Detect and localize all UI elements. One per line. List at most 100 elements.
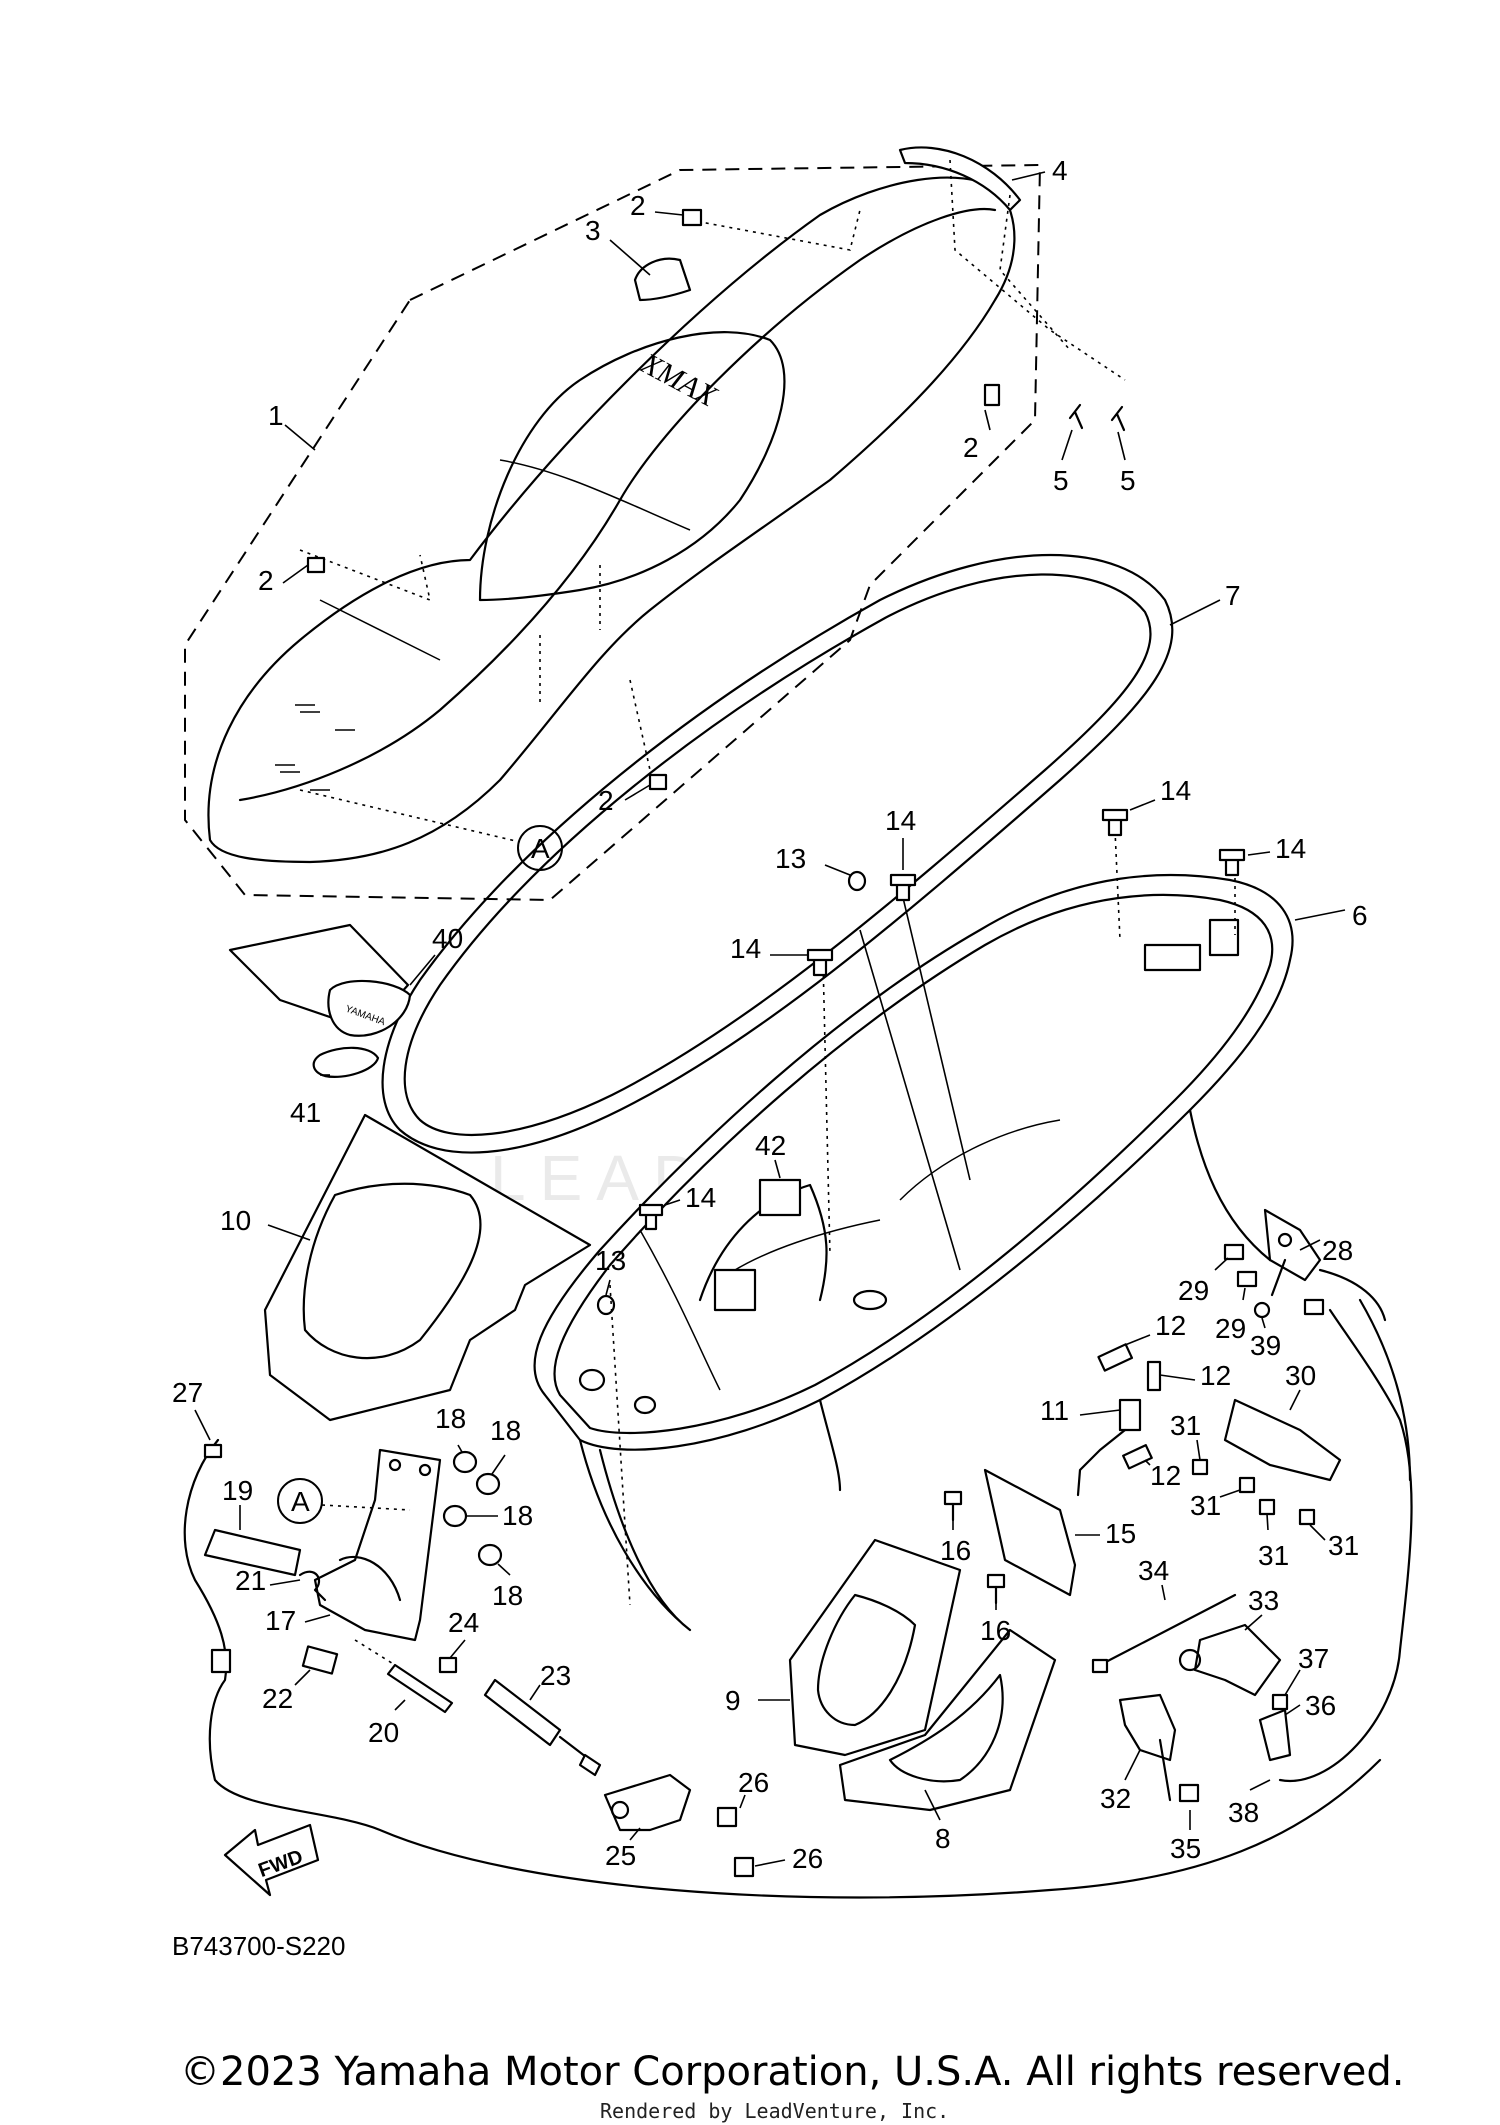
- shaft-20[interactable]: [354, 1639, 454, 1714]
- grommet-18-b[interactable]: [475, 1472, 501, 1496]
- part-label-22: 22: [262, 1683, 293, 1714]
- seat-lock-11[interactable]: [1076, 1398, 1142, 1497]
- bolt-26-a[interactable]: [716, 1806, 738, 1828]
- grommet-13-lower[interactable]: [596, 1294, 616, 1316]
- bolt-31-a[interactable]: [1191, 1458, 1209, 1476]
- inner-cover-9[interactable]: [788, 1538, 962, 1757]
- bracket-30[interactable]: [1223, 1398, 1342, 1482]
- part-label-11: 11: [1040, 1395, 1069, 1426]
- seat-screw-right[interactable]: [1110, 405, 1126, 432]
- part-label-2-c: 2: [258, 565, 274, 596]
- clip-16-a[interactable]: [943, 1490, 963, 1522]
- part-label-32: 32: [1100, 1783, 1131, 1814]
- bolt-35[interactable]: [1178, 1783, 1200, 1803]
- part-label-18-d: 18: [492, 1580, 523, 1611]
- lock-bracket-32[interactable]: [1118, 1693, 1177, 1802]
- gas-damper-23[interactable]: [483, 1678, 602, 1777]
- part-label-31-b: 31: [1190, 1490, 1221, 1521]
- part-label-17: 17: [265, 1605, 296, 1636]
- bolt-31-c[interactable]: [1258, 1498, 1276, 1516]
- damper-12-a[interactable]: [1097, 1343, 1134, 1372]
- part-label-4: 4: [1052, 155, 1068, 186]
- part-label-24: 24: [448, 1607, 479, 1638]
- part-label-26-a: 26: [738, 1767, 769, 1798]
- bracket-36[interactable]: [1258, 1708, 1292, 1762]
- bolt-14-e[interactable]: [638, 1203, 664, 1231]
- hinge-bracket-15[interactable]: [983, 1468, 1077, 1597]
- part-label-13-a: 13: [775, 843, 806, 874]
- damper-12-b[interactable]: [1146, 1360, 1162, 1392]
- fwd-arrow-icon: FWD: [223, 1823, 320, 1897]
- seal-41[interactable]: [312, 1046, 380, 1078]
- seat-lock-33[interactable]: [1178, 1623, 1282, 1697]
- bolt-29-a[interactable]: [1223, 1243, 1245, 1261]
- part-label-9: 9: [725, 1685, 741, 1716]
- nut-39[interactable]: [1253, 1301, 1271, 1319]
- part-label-14-d: 14: [1275, 833, 1306, 864]
- seat-damper-2[interactable]: [983, 383, 1001, 407]
- part-label-7: 7: [1225, 580, 1241, 611]
- seat-damper-1[interactable]: [681, 208, 703, 227]
- bolt-14-b[interactable]: [806, 948, 834, 977]
- part-label-16-b: 16: [980, 1615, 1011, 1646]
- part-label-6: 6: [1352, 900, 1368, 931]
- part-label-33: 33: [1248, 1585, 1279, 1616]
- cable-tie-34[interactable]: [1091, 1593, 1237, 1674]
- part-labels: 1 2 2 2 2 3 4 5 5 6 7 8 9 10 11 12 12: [172, 155, 1368, 1874]
- reference-leader: [299, 789, 521, 843]
- part-label-8: 8: [935, 1823, 951, 1854]
- grommet-18-d[interactable]: [477, 1543, 503, 1567]
- seat-rear-trim[interactable]: [898, 146, 1126, 381]
- luggage-box[interactable]: [533, 873, 1294, 1632]
- part-label-5-a: 5: [1053, 465, 1069, 496]
- copyright-notice: ©2023 Yamaha Motor Corporation, U.S.A. A…: [180, 2049, 1405, 2095]
- clip-21[interactable]: [298, 1570, 327, 1602]
- seat-damper-3[interactable]: [306, 556, 326, 574]
- seat-seal-gasket[interactable]: [381, 554, 1174, 1154]
- bolt-14-c[interactable]: [1101, 808, 1129, 837]
- seat-screw-left[interactable]: [1068, 403, 1084, 430]
- part-label-1: 1: [268, 400, 284, 431]
- part-label-42: 42: [755, 1130, 786, 1161]
- damper-12-c[interactable]: [1122, 1444, 1153, 1470]
- clip-16-b[interactable]: [986, 1573, 1006, 1605]
- hinge-bracket-17[interactable]: [313, 1448, 442, 1642]
- part-label-40: 40: [432, 923, 463, 954]
- part-label-15: 15: [1105, 1518, 1136, 1549]
- part-label-19: 19: [222, 1475, 253, 1506]
- grommet-18-a[interactable]: [452, 1450, 478, 1474]
- bolt-37[interactable]: [1271, 1693, 1289, 1711]
- part-label-31-a: 31: [1170, 1410, 1201, 1441]
- bracket-25[interactable]: [603, 1773, 692, 1832]
- part-label-29-a: 29: [1178, 1275, 1209, 1306]
- part-label-10: 10: [220, 1205, 251, 1236]
- cable-27[interactable]: [183, 1438, 1382, 1899]
- bolt-14-d[interactable]: [1218, 848, 1246, 877]
- bolt-29-b[interactable]: [1236, 1270, 1258, 1288]
- seat-damper-4[interactable]: [648, 773, 668, 791]
- damper-22[interactable]: [301, 1645, 339, 1675]
- part-label-35: 35: [1170, 1833, 1201, 1864]
- part-label-29-b: 29: [1215, 1313, 1246, 1344]
- bolt-31-d[interactable]: [1298, 1508, 1316, 1526]
- seat[interactable]: XMAX: [207, 176, 1016, 864]
- luggage-box-label: [758, 1178, 802, 1217]
- part-label-14-b: 14: [730, 933, 761, 964]
- inner-cover-10[interactable]: [263, 1113, 592, 1422]
- cover-19[interactable]: [203, 1528, 302, 1577]
- part-label-34: 34: [1138, 1555, 1169, 1586]
- emblem-40[interactable]: YAMAHA: [228, 923, 412, 1037]
- bolt-14-a[interactable]: [889, 873, 917, 902]
- part-label-18-b: 18: [490, 1415, 521, 1446]
- inner-cover-8[interactable]: [838, 1628, 1057, 1812]
- bolt-26-b[interactable]: [733, 1856, 755, 1878]
- grommet-18-c[interactable]: [442, 1504, 468, 1528]
- seat-hook-28[interactable]: [1263, 1208, 1322, 1297]
- nut-24[interactable]: [438, 1656, 458, 1674]
- part-label-12-c: 12: [1150, 1460, 1181, 1491]
- part-label-38: 38: [1228, 1797, 1259, 1828]
- seat-lock-cable-38[interactable]: [1278, 1268, 1413, 1783]
- part-label-25: 25: [605, 1840, 636, 1871]
- bolt-31-b[interactable]: [1238, 1476, 1256, 1494]
- grommet-13-upper[interactable]: [847, 870, 867, 892]
